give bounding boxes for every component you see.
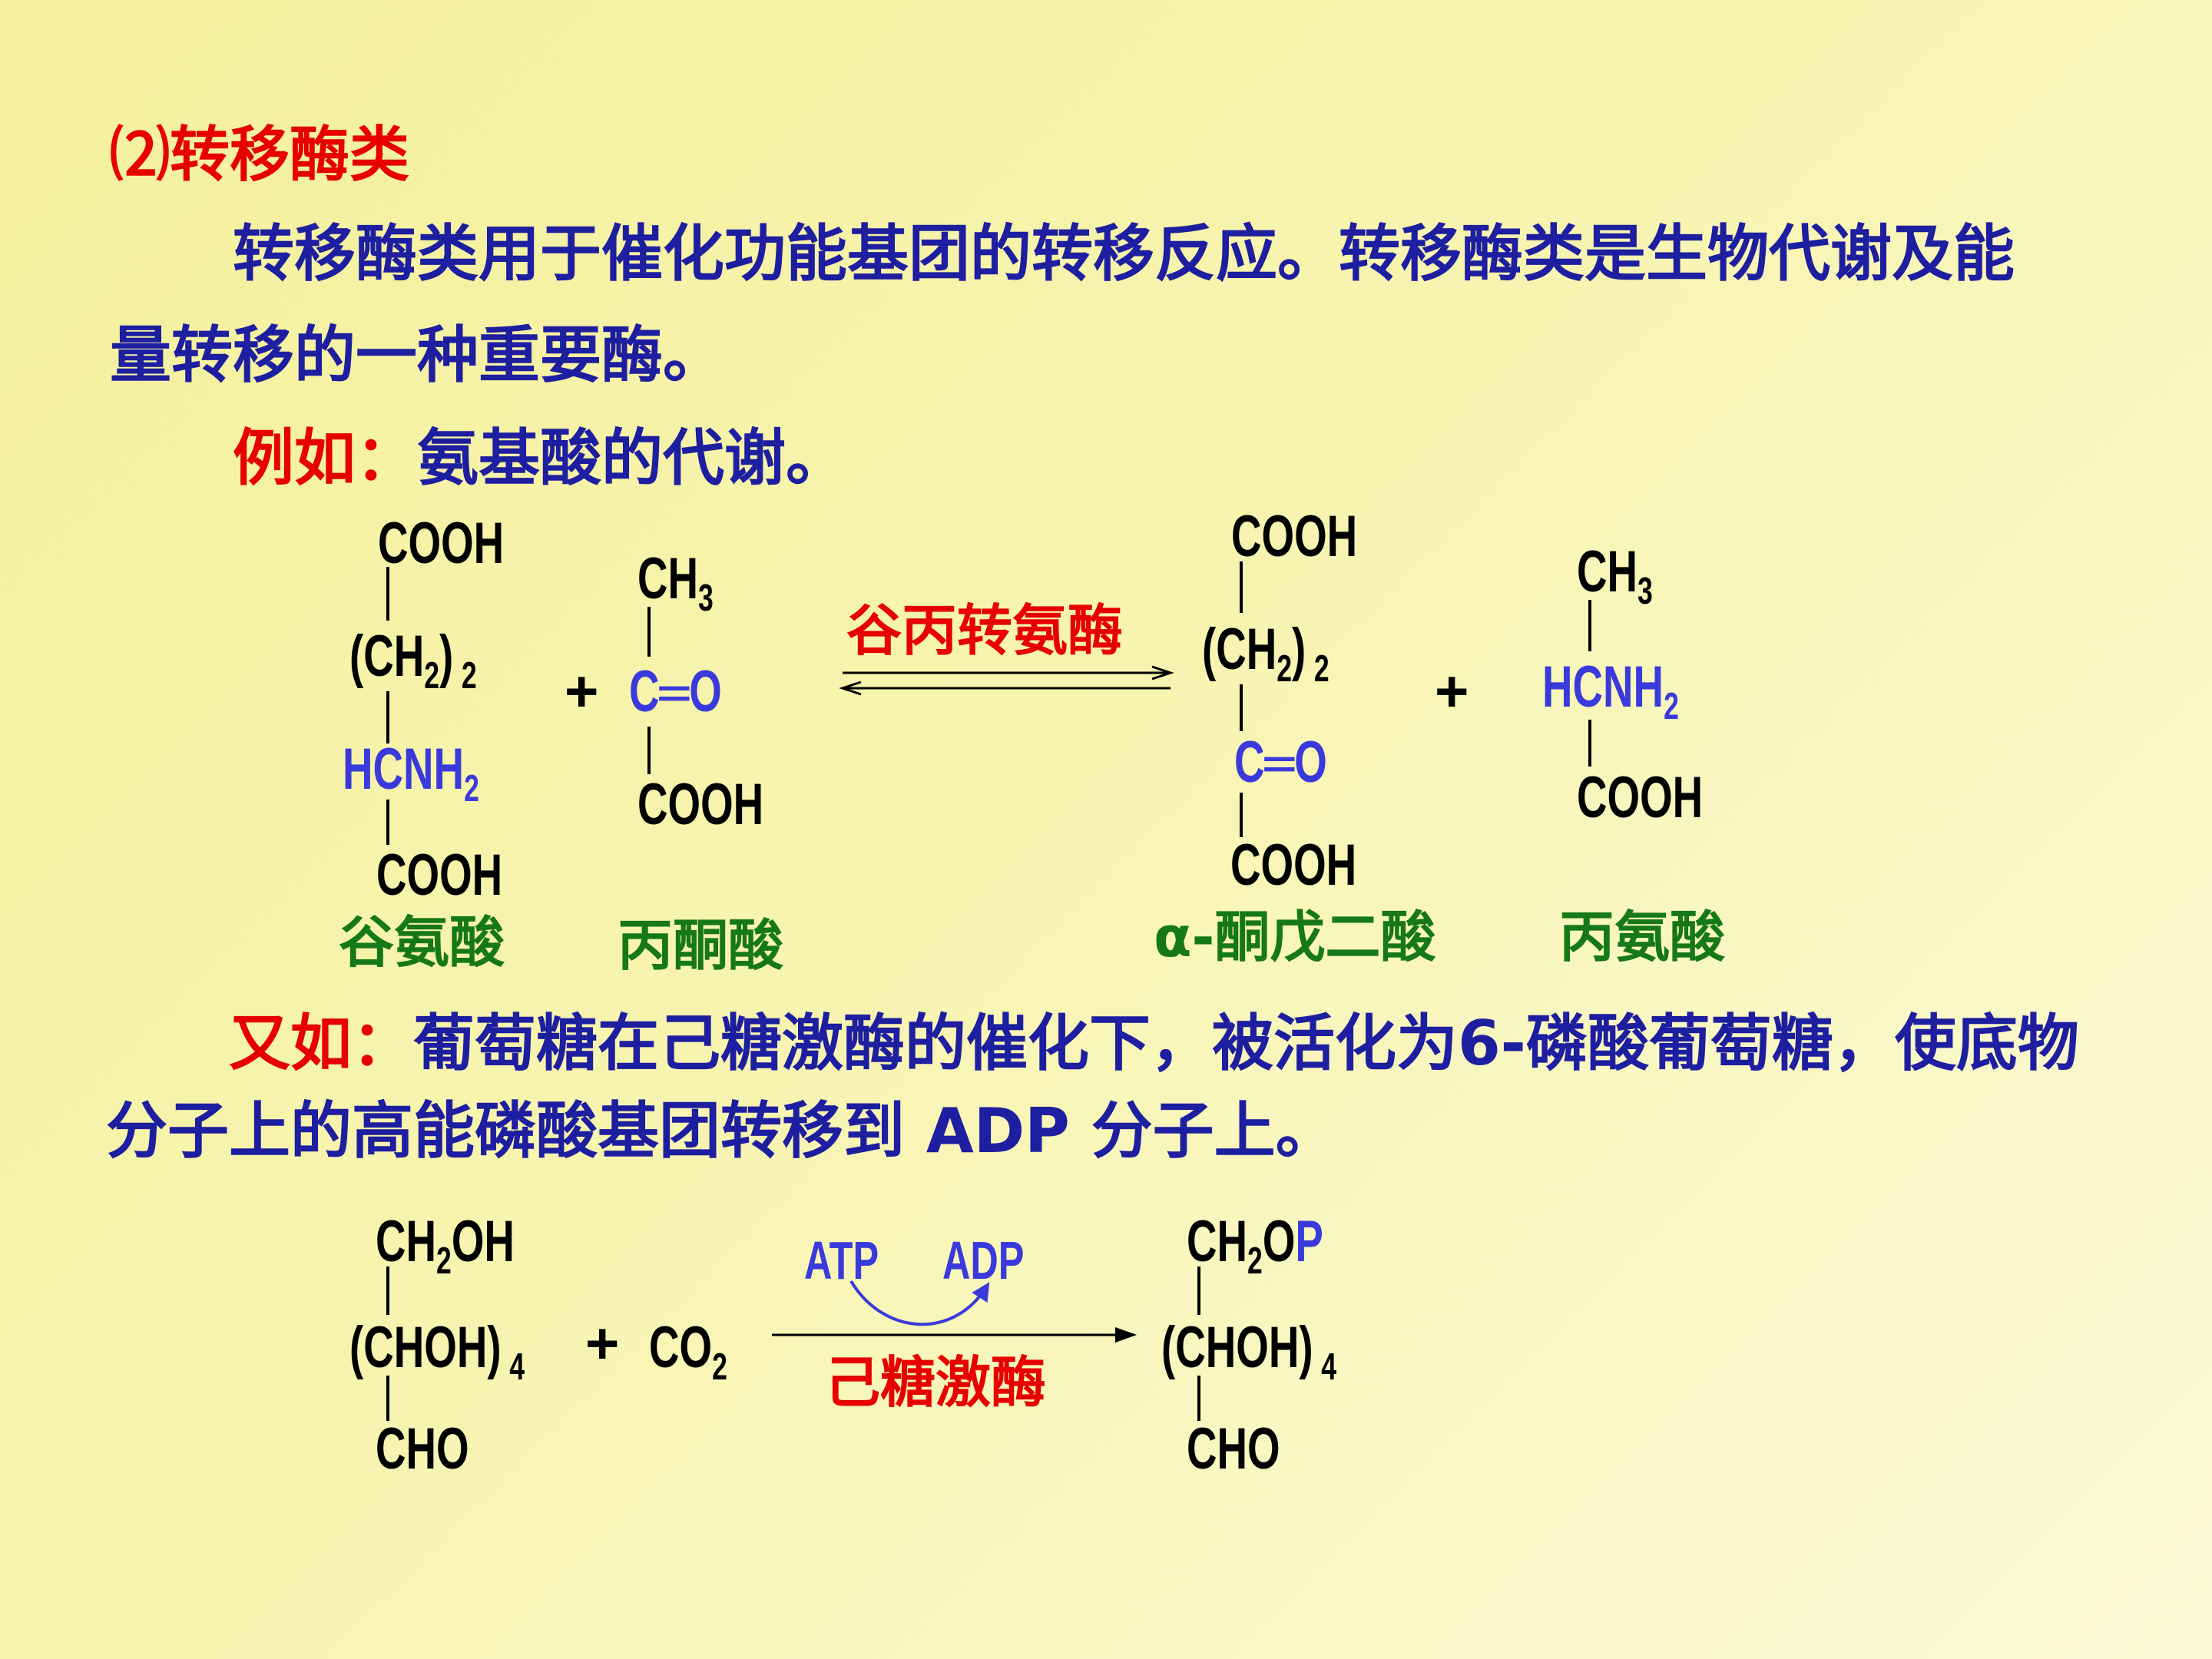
section-heading: ⑵转移酶类 <box>110 121 410 190</box>
formula-text: O <box>1294 730 1327 795</box>
formula-text: OH <box>451 1209 515 1274</box>
product-cho: CHO <box>1187 1416 1280 1482</box>
formula-text: CH <box>376 1209 437 1274</box>
glucose-ch2oh: CH2OH <box>376 1213 515 1280</box>
example-2-label: 又如： <box>229 1008 413 1079</box>
hexokinase-arrowhead <box>1115 1327 1137 1343</box>
double-bond: ═ <box>659 659 690 724</box>
alanine-bottom-cooh: COOH <box>1577 765 1704 830</box>
subscript: 2 <box>712 1345 727 1388</box>
example-1: 例如：氨基酸的代谢。 <box>233 428 847 489</box>
example-1-label: 例如： <box>233 422 417 494</box>
example-2-line-1: 又如：葡萄糖在己糖激酶的催化下，被活化为6-磷酸葡萄糖，使底物 <box>229 1013 2079 1075</box>
formula-text: HCNH <box>1542 654 1664 720</box>
subscript: 2 <box>1247 1239 1263 1282</box>
formula-text: C <box>1234 730 1265 795</box>
example-1-text: 氨基酸的代谢。 <box>417 422 847 494</box>
ketoglutarate-carbonyl: C═O <box>1234 733 1327 792</box>
formula-text: (CHOH) <box>1161 1315 1313 1380</box>
reverse-arrowhead <box>839 680 862 696</box>
intro-line-1: 转移酶类用于催化功能基团的转移反应。转移酶类是生物代谢及能 <box>233 218 2015 290</box>
atp-label: ATP <box>804 1230 879 1290</box>
subscript: 2 <box>1664 684 1679 727</box>
forward-arrowhead <box>1151 665 1174 680</box>
formula-text: CO <box>649 1315 713 1380</box>
alanine-amine-group: HCNH2 <box>1542 658 1679 725</box>
transaminase-enzyme-label: 谷丙转氨酶 <box>846 598 1124 663</box>
formula-text: O <box>689 659 722 724</box>
hexokinase-enzyme-label: 己糖激酶 <box>825 1350 1047 1415</box>
example-2-text: 葡萄糖在己糖激酶的催化下，被活化为6-磷酸葡萄糖，使底物 <box>413 1008 2079 1079</box>
subscript: 2 <box>464 767 479 810</box>
ketoglutarate-ch2-chain: (CH2)2 <box>1202 621 1330 687</box>
product-ch2op: CH2OP <box>1187 1213 1323 1280</box>
formula-text: CH <box>1187 1209 1248 1274</box>
plus-sign: + <box>585 1311 620 1376</box>
phosphate-symbol: P <box>1295 1209 1323 1274</box>
ketoglutarate-name: α-酮戊二酸 <box>1154 905 1436 969</box>
alanine-name: 丙氨酸 <box>1559 905 1726 969</box>
glutamate-ch2-chain: (CH2)2 <box>349 628 477 694</box>
formula-text: (CH <box>349 624 425 689</box>
plus-sign: + <box>1435 659 1469 724</box>
formula-text: ) <box>1292 617 1306 682</box>
glucose-chohs-chain: (CHOH)4 <box>349 1319 525 1386</box>
subscript: 3 <box>1637 569 1653 612</box>
subscript: 3 <box>698 576 714 619</box>
glucose-cho: CHO <box>376 1416 469 1482</box>
pyruvate-carbonyl: C═O <box>629 663 722 721</box>
subscript: 4 <box>1321 1345 1337 1388</box>
plus-sign: + <box>565 659 599 724</box>
formula-text: O <box>1262 1209 1296 1274</box>
formula-text: CH <box>1577 539 1638 604</box>
adp-label: ADP <box>942 1230 1025 1290</box>
glutamate-bottom-cooh: COOH <box>376 843 503 908</box>
formula-text: ) <box>439 624 454 689</box>
glutamate-amine-group: HCNH2 <box>343 737 479 807</box>
subscript: 2 <box>436 1239 452 1282</box>
ketoglutarate-bottom-cooh: COOH <box>1230 833 1357 898</box>
intro-line-2: 量转移的一种重要酶。 <box>110 320 724 391</box>
subscript: 4 <box>509 1345 525 1388</box>
formula-text: C <box>629 659 660 724</box>
co2-formula: CO2 <box>649 1319 727 1386</box>
formula-text: HCNH <box>343 737 465 802</box>
product-chohs-chain: (CHOH)4 <box>1161 1319 1336 1386</box>
pyruvate-methyl: CH3 <box>637 550 714 617</box>
ketoglutarate-top-cooh: COOH <box>1231 504 1358 569</box>
alanine-methyl: CH3 <box>1577 543 1653 610</box>
glutamate-top-cooh: COOH <box>378 511 505 576</box>
double-bond: ═ <box>1264 730 1295 795</box>
subscript: 2 <box>1277 647 1293 690</box>
pyruvate-bottom-cooh: COOH <box>637 772 764 837</box>
formula-text: CH <box>637 546 699 611</box>
pyruvate-name: 丙酮酸 <box>618 913 784 978</box>
subscript: 2 <box>424 654 440 697</box>
subscript: 2 <box>1313 647 1330 690</box>
atp-adp-curved-arrow <box>849 1280 990 1326</box>
formula-text: (CHOH) <box>349 1315 502 1380</box>
subscript: 2 <box>461 654 477 697</box>
glutamate-name: 谷氨酸 <box>339 910 505 975</box>
example-2-line-2: 分子上的高能磷酸基团转移到 ADP 分子上。 <box>106 1095 1337 1167</box>
formula-text: (CH <box>1202 617 1277 682</box>
